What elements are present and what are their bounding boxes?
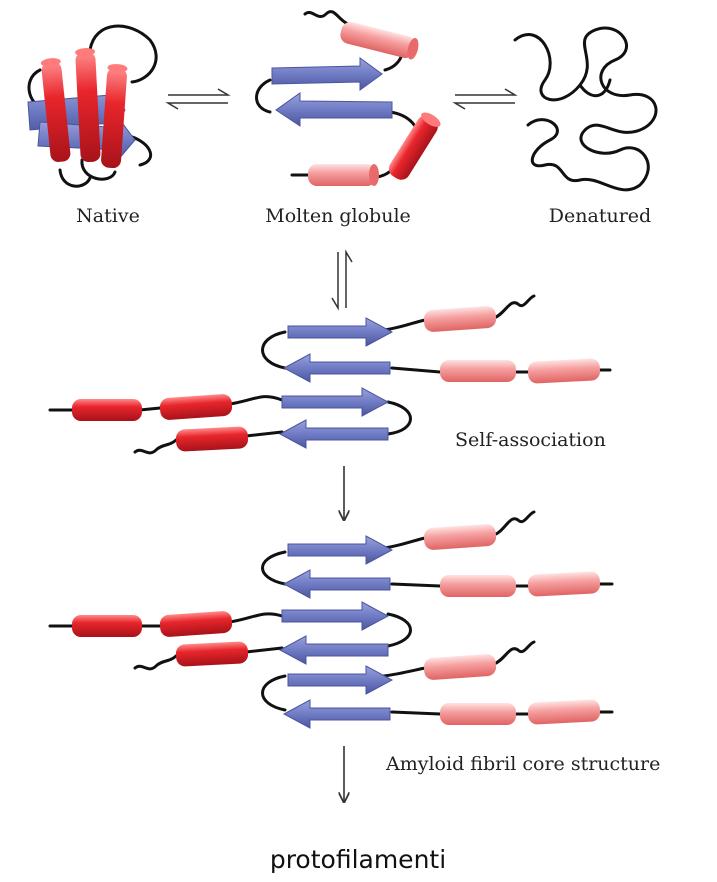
alpha-helix bbox=[159, 611, 232, 638]
double-harpoon-icon bbox=[455, 89, 515, 109]
label-amyloid-core: Amyloid fibril core structure bbox=[385, 753, 660, 775]
alpha-helix bbox=[175, 641, 248, 667]
alpha-helix bbox=[308, 164, 379, 186]
label-self-association: Self-association bbox=[455, 429, 606, 451]
alpha-helix bbox=[440, 575, 516, 597]
alpha-helix bbox=[386, 110, 443, 184]
beta-strand bbox=[280, 636, 388, 664]
alpha-helix bbox=[527, 699, 600, 725]
caption-protofilamenti: protofilamenti bbox=[270, 845, 446, 874]
alpha-helix bbox=[175, 426, 248, 452]
beta-strand bbox=[276, 93, 392, 126]
denatured-structure bbox=[515, 28, 656, 190]
label-native: Native bbox=[76, 205, 140, 227]
beta-strand bbox=[272, 58, 382, 90]
alpha-helix bbox=[423, 524, 496, 551]
alpha-helix bbox=[72, 615, 142, 637]
molten-globule-structure bbox=[257, 12, 443, 186]
amyloid-core-structure bbox=[50, 512, 612, 728]
beta-strand bbox=[284, 354, 390, 382]
alpha-helix bbox=[423, 306, 496, 333]
label-denatured: Denatured bbox=[549, 205, 651, 227]
beta-strand bbox=[284, 570, 390, 598]
beta-strand bbox=[288, 318, 392, 346]
label-molten-globule: Molten globule bbox=[265, 205, 411, 227]
native-structure bbox=[28, 26, 156, 186]
beta-strand bbox=[288, 666, 392, 694]
alpha-helix bbox=[440, 703, 516, 725]
alpha-helix bbox=[159, 394, 232, 421]
alpha-helix bbox=[527, 358, 600, 384]
alpha-helix bbox=[440, 360, 516, 382]
beta-strand bbox=[288, 536, 392, 564]
double-harpoon-icon bbox=[168, 89, 228, 109]
alpha-helix bbox=[338, 20, 420, 60]
alpha-helix bbox=[527, 571, 600, 597]
beta-strand bbox=[282, 388, 388, 416]
beta-strand bbox=[284, 700, 390, 728]
beta-strand bbox=[280, 420, 388, 448]
beta-strand bbox=[282, 602, 388, 630]
alpha-helix bbox=[423, 654, 496, 681]
double-harpoon-icon bbox=[332, 252, 352, 308]
alpha-helix bbox=[72, 399, 142, 421]
